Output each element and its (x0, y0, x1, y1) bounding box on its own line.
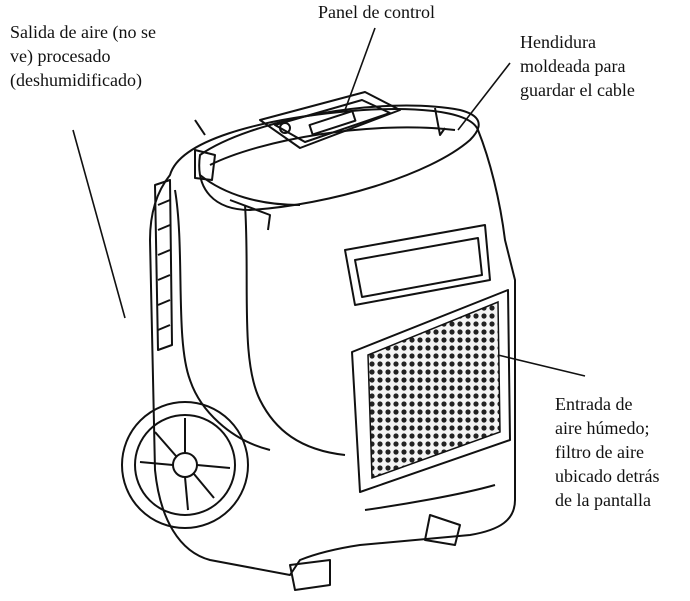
body-outline (149, 108, 516, 576)
control-display (308, 110, 357, 136)
upper-front-panel (344, 224, 491, 306)
grille-frame (351, 289, 511, 493)
leader-control-panel (344, 27, 376, 111)
side-vents (154, 179, 173, 351)
control-panel-outline (259, 91, 401, 149)
leader-cable-slot (457, 62, 511, 131)
rear-foot (289, 559, 331, 591)
wheel (121, 401, 249, 529)
leader-air-inlet (497, 354, 586, 377)
label-cable-slot: Hendidura moldeada para guardar el cable (520, 32, 635, 100)
label-air-outlet: Salida de aire (no se ve) procesado (des… (10, 22, 156, 90)
label-control-panel: Panel de control (318, 2, 435, 22)
leader-air-outlet (72, 129, 126, 319)
top-lid (198, 104, 480, 211)
front-foot (424, 514, 461, 546)
inlet-grille-mesh (367, 300, 501, 480)
label-air-inlet: Entrada de aire húmedo; filtro de aire u… (555, 394, 660, 510)
control-knob (279, 122, 291, 134)
